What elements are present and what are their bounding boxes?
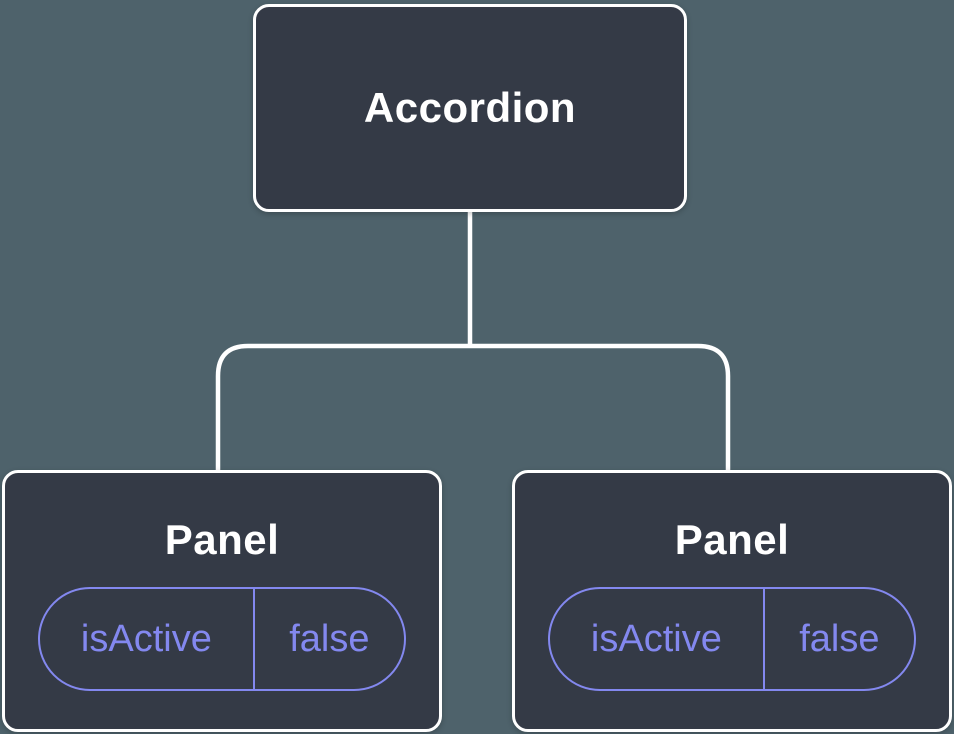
children-connector-bracket — [215, 343, 731, 472]
panel-node-label: Panel — [674, 516, 790, 563]
state-value: false — [799, 617, 880, 660]
state-pill: isActive false — [548, 587, 916, 692]
state-key: isActive — [40, 589, 255, 690]
accordion-node: Accordion — [253, 4, 687, 212]
panel-node-label: Panel — [164, 516, 280, 563]
state-key: isActive — [550, 589, 765, 690]
state-value: false — [289, 617, 370, 660]
accordion-node-label: Accordion — [363, 83, 577, 131]
state-pill: isActive false — [38, 587, 406, 692]
panel-node-left: Panel isActive false — [2, 470, 442, 732]
panel-node-right: Panel isActive false — [512, 470, 952, 732]
